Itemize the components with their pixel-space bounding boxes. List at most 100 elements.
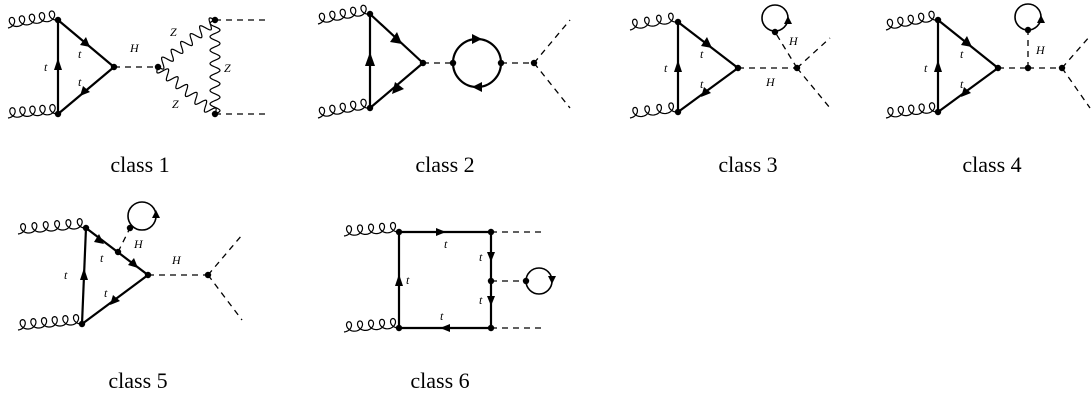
arrow-upper: [80, 37, 90, 47]
arrow-left-up: [80, 268, 88, 280]
caption-class-1: class 1: [110, 152, 169, 177]
arrow-top: [436, 228, 446, 236]
label-t-lower: t: [960, 77, 964, 91]
vertex: [54, 16, 62, 24]
vertex: [211, 16, 219, 24]
arrow-lower: [80, 86, 90, 96]
vertex: [793, 64, 801, 72]
higgs-out-top: [1061, 35, 1091, 69]
caption-class-5: class 5: [108, 368, 167, 393]
gluon-line-bottom: [343, 317, 400, 333]
diagram-class-1: t t t H Z Z Z class 1: [7, 10, 270, 177]
label-H: H: [171, 253, 182, 267]
label-t-upper: t: [960, 47, 964, 61]
top-quark-line-lower: [937, 67, 999, 113]
gluon-line-bottom: [885, 102, 939, 119]
gluon-line-top: [317, 4, 371, 25]
higgs-out-top: [796, 37, 831, 69]
tadpole-arrow: [1037, 15, 1045, 23]
vertex: [154, 63, 162, 71]
label-H-lower: H: [765, 75, 776, 89]
vertex: [366, 10, 374, 18]
arrow-lower: [701, 87, 711, 97]
arrow-upper: [961, 36, 972, 47]
vertex: [449, 59, 457, 67]
vertex: [204, 271, 212, 279]
arrow-left-up: [54, 58, 62, 70]
arrow-upper: [390, 32, 402, 44]
label-H: H: [129, 41, 140, 55]
gluon-line-bottom: [17, 314, 83, 331]
diagram-class-6: t t t t t class 6: [343, 221, 556, 393]
gluon-line-bottom: [317, 98, 371, 119]
label-t-left: t: [924, 61, 928, 75]
label-t-top: t: [444, 237, 448, 251]
label-t-right-1: t: [479, 250, 483, 264]
caption-class-2: class 2: [415, 152, 474, 177]
caption-class-4: class 4: [962, 152, 1021, 177]
tadpole-loop: [761, 4, 789, 32]
arrow-bottom: [440, 324, 450, 332]
label-t-left: t: [44, 60, 48, 74]
label-H-tadpole: H: [133, 237, 144, 251]
arrow-lower: [392, 82, 404, 94]
higgs-out-bottom: [1061, 67, 1091, 109]
loop-arrow-top: [472, 34, 482, 44]
vertex: [110, 63, 118, 71]
label-Z-upper: Z: [170, 25, 177, 39]
higgs-out-bottom: [207, 274, 243, 321]
arrow-lower: [110, 295, 120, 305]
vertex: [78, 320, 86, 328]
vertex: [934, 108, 942, 116]
arrow-right-2: [487, 296, 495, 306]
vertex: [734, 64, 742, 72]
vertex: [144, 271, 152, 279]
label-t-lower: t: [104, 286, 108, 300]
label-t-lower: t: [700, 77, 704, 91]
tadpole-arrow: [784, 16, 792, 24]
vertex: [934, 16, 942, 24]
label-t-lower: t: [78, 75, 82, 89]
diagram-class-5: t t t H H class 5: [17, 201, 243, 393]
vertex: [395, 324, 403, 332]
tadpole-arrow: [548, 276, 556, 284]
caption-class-3: class 3: [718, 152, 777, 177]
higgs-to-tadpole: [774, 31, 798, 69]
arrow-upper-1: [94, 234, 104, 244]
label-t-bottom: t: [440, 309, 444, 323]
label-t-upper: t: [78, 47, 82, 61]
arrow-left-up: [395, 274, 403, 286]
vertex: [674, 108, 682, 116]
label-Z-right: Z: [224, 61, 231, 75]
label-H-upper: H: [788, 34, 799, 48]
gluon-line-bottom: [7, 103, 59, 119]
higgs-out-bottom: [533, 62, 571, 109]
arrow-left-up: [365, 52, 375, 66]
vertex: [674, 18, 682, 26]
label-t-upper: t: [700, 47, 704, 61]
caption-class-6: class 6: [410, 368, 469, 393]
label-H: H: [1035, 43, 1046, 57]
z-boson-line-lower: [156, 66, 217, 115]
vertex: [1024, 64, 1032, 72]
fermion-loop: [451, 37, 503, 89]
vertex: [487, 324, 495, 332]
vertex: [395, 228, 403, 236]
gluon-line-top: [7, 10, 59, 29]
vertex: [419, 59, 427, 67]
arrow-upper: [701, 37, 712, 48]
vertex: [522, 277, 530, 285]
arrow-lower: [961, 87, 971, 97]
top-quark-line-lower: [677, 67, 739, 113]
vertex: [771, 28, 779, 36]
label-Z-lower: Z: [172, 97, 179, 111]
diagram-class-3: t t t H H class 3: [629, 4, 831, 177]
label-t-right-2: t: [479, 293, 483, 307]
vertex: [82, 224, 90, 232]
gluon-line-top: [629, 12, 679, 31]
gluon-line-top: [343, 221, 400, 237]
vertex: [487, 228, 495, 236]
vertex: [1024, 26, 1032, 34]
vertex: [114, 248, 122, 256]
